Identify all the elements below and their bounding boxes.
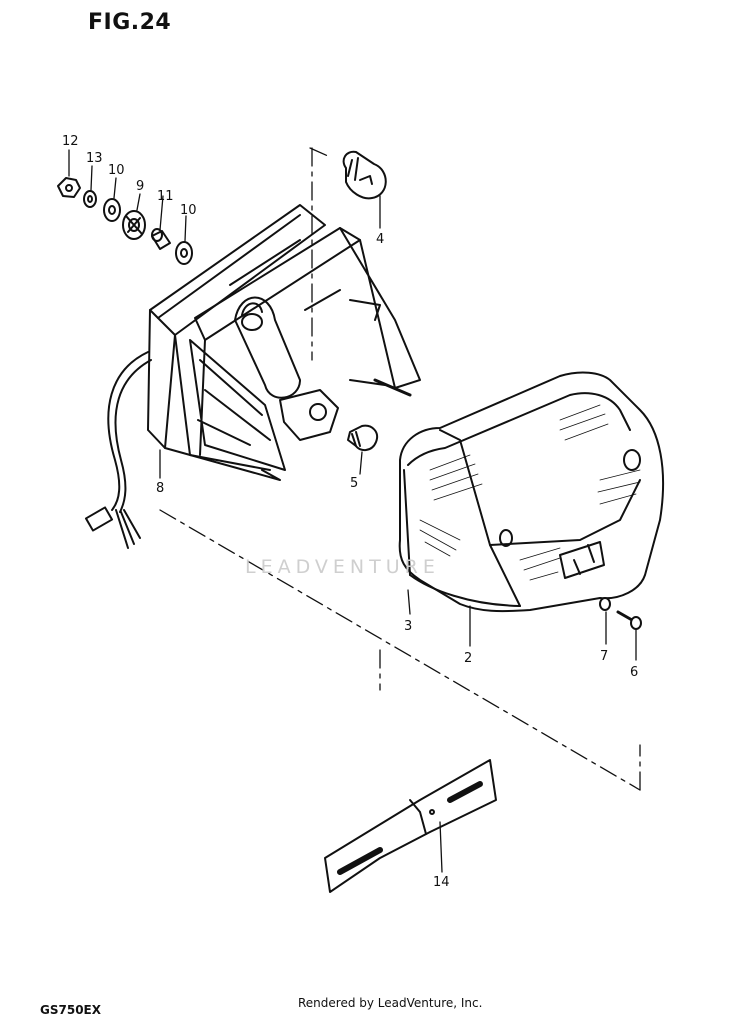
part-washer-10b[interactable] xyxy=(175,241,193,265)
part-lens-2[interactable] xyxy=(398,371,665,613)
part-washer-13[interactable] xyxy=(83,190,97,208)
callout-14: 14 xyxy=(433,875,450,890)
wiring-harness xyxy=(84,351,152,549)
footer-credit: Rendered by LeadVenture, Inc. xyxy=(298,996,483,1010)
part-screw-6[interactable] xyxy=(616,610,642,630)
callout-4: 4 xyxy=(376,232,384,247)
callout-7: 7 xyxy=(600,649,608,664)
callout-10b: 10 xyxy=(180,203,197,218)
hardware-leaders xyxy=(68,149,187,242)
callout-5: 5 xyxy=(350,476,358,491)
callout-11: 11 xyxy=(157,189,174,204)
part-housing-8[interactable] xyxy=(147,204,421,481)
callout-leaders xyxy=(159,195,637,873)
part-bulb-5[interactable] xyxy=(347,424,378,452)
callout-13: 13 xyxy=(86,151,103,166)
assembly-leaders xyxy=(159,147,641,791)
watermark: LEADVENTURE xyxy=(245,556,440,578)
callout-10: 10 xyxy=(108,163,125,178)
callout-labels: 12 13 10 9 11 10 4 5 8 3 2 7 6 14 xyxy=(62,134,638,890)
callout-9: 9 xyxy=(136,179,144,194)
figure-title: FIG.24 xyxy=(88,10,172,35)
part-bulb-4[interactable] xyxy=(342,150,387,200)
callout-12: 12 xyxy=(62,134,79,149)
part-bracket-14[interactable] xyxy=(324,759,497,893)
callout-3: 3 xyxy=(404,619,412,634)
model-code: GS750EX xyxy=(40,1003,101,1017)
part-washer-7[interactable] xyxy=(599,597,611,611)
callout-8: 8 xyxy=(156,481,164,496)
hardware-stack xyxy=(57,177,193,265)
callout-2: 2 xyxy=(464,651,472,666)
callout-6: 6 xyxy=(630,665,638,680)
part-washer-10a[interactable] xyxy=(103,198,121,222)
part-nut-12[interactable] xyxy=(57,177,81,198)
